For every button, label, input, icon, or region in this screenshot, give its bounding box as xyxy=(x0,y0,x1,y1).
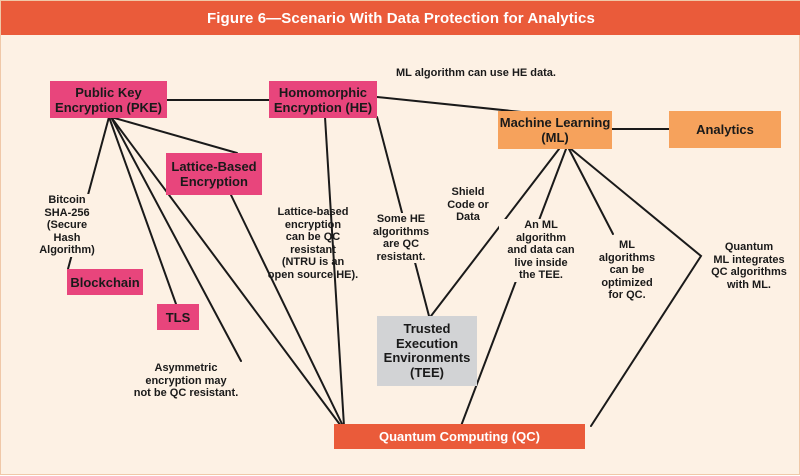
figure-title: Figure 6—Scenario With Data Protection f… xyxy=(1,1,800,35)
tls-node: TLS xyxy=(157,304,199,330)
shield-annotation: Shield Code or Data xyxy=(447,186,489,223)
link-pke-asymmetric xyxy=(110,116,242,362)
link-pke-qc xyxy=(110,116,342,427)
ml-node: Machine Learning (ML) xyxy=(498,111,612,149)
lattice-node: Lattice-Based Encryption xyxy=(166,153,262,195)
link-pke-tls xyxy=(108,116,177,305)
link-ml-quantum-ml-qc xyxy=(570,148,703,427)
ml-optimized-annotation: ML algorithms can be optimized for QC. xyxy=(591,239,663,302)
bitcoin-annotation: Bitcoin SHA-256 (Secure Hash Algorithm) xyxy=(27,194,107,257)
he-node: Homomorphic Encryption (HE) xyxy=(269,81,377,118)
tee-node: Trusted Execution Environments (TEE) xyxy=(377,316,477,386)
analytics-node: Analytics xyxy=(669,111,781,148)
link-lattice-qc xyxy=(230,194,344,427)
link-he-qc xyxy=(324,116,345,427)
quantum-ml-annotation: Quantum ML integrates QC algorithms with… xyxy=(703,241,795,291)
blockchain-node: Blockchain xyxy=(67,269,143,295)
pke-node: Public Key Encryption (PKE) xyxy=(50,81,167,118)
ml-he-annotation: ML algorithm can use HE data. xyxy=(396,67,556,79)
some-he-annotation: Some HE algorithms are QC resistant. xyxy=(361,213,441,263)
lattice-qc-annotation: Lattice-based encryption can be QC resis… xyxy=(267,206,359,281)
an-ml-annotation: An ML algorithm and data can live inside… xyxy=(499,219,583,282)
link-ml-qc xyxy=(460,148,567,427)
asymmetric-annotation: Asymmetric encryption may not be QC resi… xyxy=(119,362,253,400)
link-pke-lattice xyxy=(110,116,238,154)
qc-node: Quantum Computing (QC) xyxy=(334,424,585,449)
link-ml-tee xyxy=(430,148,560,317)
link-ml-optimized xyxy=(568,148,614,235)
